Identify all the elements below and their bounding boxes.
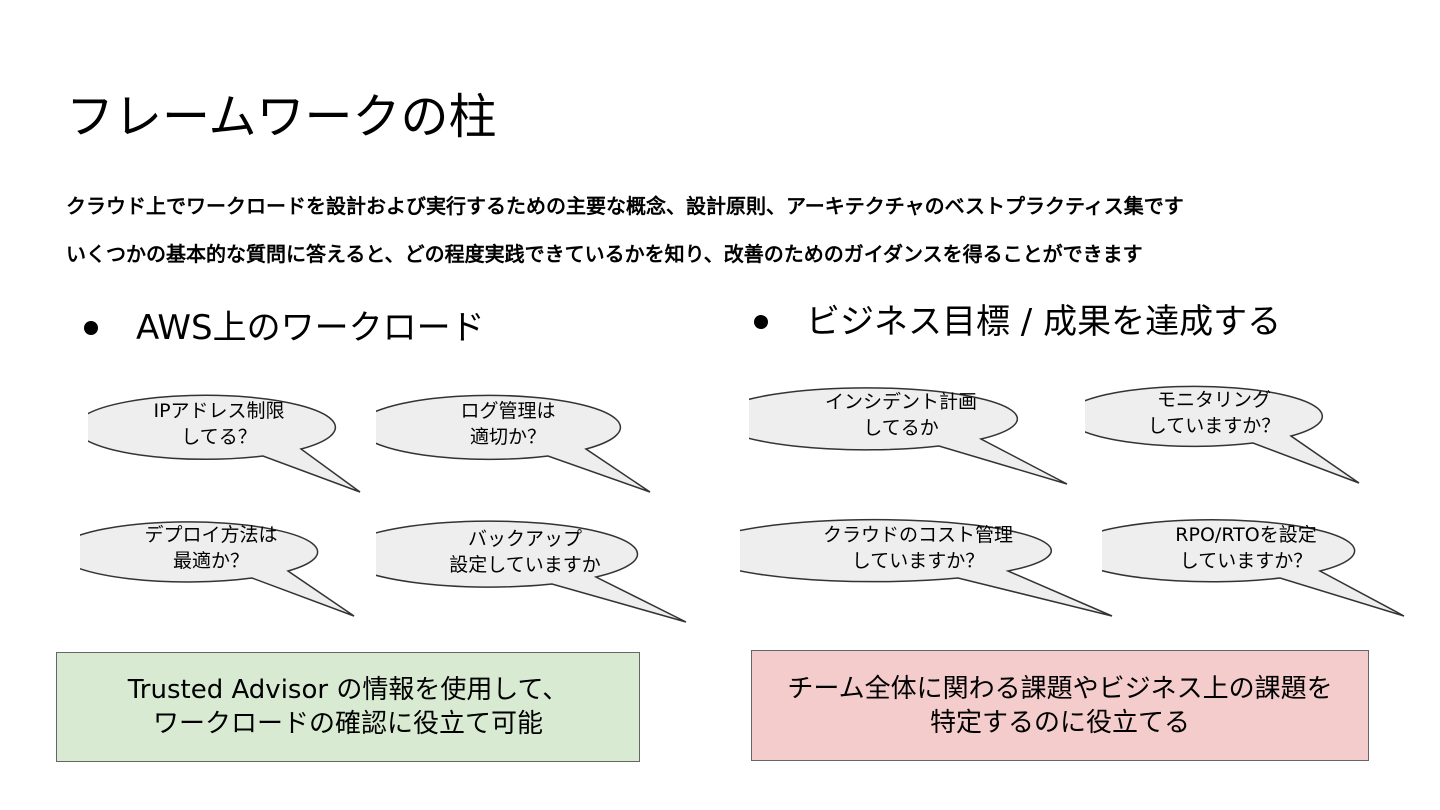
bullet-label: ビジネス目標 / 成果を達成する	[806, 302, 1282, 342]
bubble-text: RPO/RTOを設定 していますか？	[1102, 522, 1390, 574]
bubble-text-line-2: 設定していますか	[449, 554, 601, 576]
speech-bubble-icon	[1067, 519, 1405, 617]
speech-bubble-icon	[357, 394, 651, 493]
box-text-line-1: Trusted Advisor の情報を使用して、	[127, 675, 569, 705]
speech-bubble-icon	[56, 521, 355, 617]
speech-bubble-incident-plan: インシデント計画 してるか	[714, 384, 1069, 488]
bubble-text: モニタリング していますか？	[1085, 387, 1343, 439]
speech-bubble-icon	[696, 518, 1113, 617]
description-line-2: いくつかの基本的な質問に答えると、どの程度実践できているかを知り、改善のためのガ…	[66, 242, 1143, 266]
bullet-aws-workload: AWS上のワークロード	[84, 306, 485, 350]
bubble-text-line-1: デプロイ方法は	[144, 524, 278, 546]
bubble-text-line-2: していますか？	[851, 550, 985, 572]
speech-bubble-deploy-method: デプロイ方法は 最適か？	[56, 516, 370, 620]
bubble-text: デプロイ方法は 最適か？	[80, 522, 342, 574]
box-text-line-2: 特定するのに役立てる	[929, 707, 1190, 738]
bubble-text-line-1: インシデント計画	[824, 391, 977, 413]
speech-bubble-icon	[74, 394, 361, 493]
speech-bubble-rpo-rto: RPO/RTOを設定 していますか？	[1067, 516, 1408, 620]
box-text-line-2: ワークロードの確認に役立て可能	[152, 709, 543, 739]
bubble-text: ログ管理は 適切か？	[376, 398, 640, 450]
bubble-text-line-1: IPアドレス制限	[153, 400, 285, 422]
bubble-text-line-2: してるか	[863, 417, 939, 439]
trusted-advisor-box: Trusted Advisor の情報を使用して、 ワークロードの確認に役立て可…	[56, 652, 640, 762]
speech-bubble-icon	[340, 520, 687, 623]
bubble-text-line-2: 最適か？	[172, 550, 249, 572]
slide-title: フレームワークの柱	[66, 89, 497, 145]
speech-bubble-icon	[1065, 385, 1360, 484]
bubble-text-line-1: バックアップ	[467, 528, 582, 550]
business-issues-box: チーム全体に関わる課題やビジネス上の課題を 特定するのに役立てる	[751, 650, 1369, 761]
bubble-text-line-2: してる？	[181, 426, 257, 448]
speech-bubble-monitoring: モニタリング していますか？	[1065, 383, 1365, 487]
box-text-line-1: チーム全体に関わる課題やビジネス上の課題を	[787, 673, 1333, 704]
bubble-text-line-1: RPO/RTOを設定	[1175, 524, 1317, 546]
speech-bubble-backup: バックアップ 設定していますか	[340, 520, 696, 626]
bullet-business-goals: ビジネス目標 / 成果を達成する	[754, 300, 1281, 344]
speech-bubble-icon	[714, 387, 1068, 485]
bubble-text-line-2: 適切か？	[469, 426, 546, 448]
bubble-text-line-2: していますか？	[1179, 550, 1313, 572]
bubble-text: インシデント計画 してるか	[749, 389, 1053, 441]
bullet-dot-icon	[84, 321, 98, 335]
speech-bubble-cloud-cost: クラウドのコスト管理 していますか？	[696, 516, 1116, 620]
bubble-text: バックアップ 設定していますか	[376, 526, 674, 578]
bubble-text: クラウドのコスト管理 していますか？	[740, 522, 1096, 574]
bubble-text-line-1: ログ管理は	[460, 400, 556, 422]
speech-bubble-log-management: ログ管理は 適切か？	[357, 392, 666, 496]
bubble-text-line-1: モニタリング	[1156, 389, 1271, 411]
bubble-text-line-2: していますか？	[1147, 415, 1281, 437]
speech-bubble-ip-restriction: IPアドレス制限 してる？	[74, 392, 378, 496]
bubble-text: IPアドレス制限 してる？	[88, 398, 350, 450]
description-line-1: クラウド上でワークロードを設計および実行するための主要な概念、設計原則、アーキテ…	[66, 194, 1184, 218]
bullet-dot-icon	[754, 315, 768, 329]
bubble-text-line-1: クラウドのコスト管理	[822, 524, 1013, 546]
bullet-label: AWS上のワークロード	[136, 308, 485, 348]
